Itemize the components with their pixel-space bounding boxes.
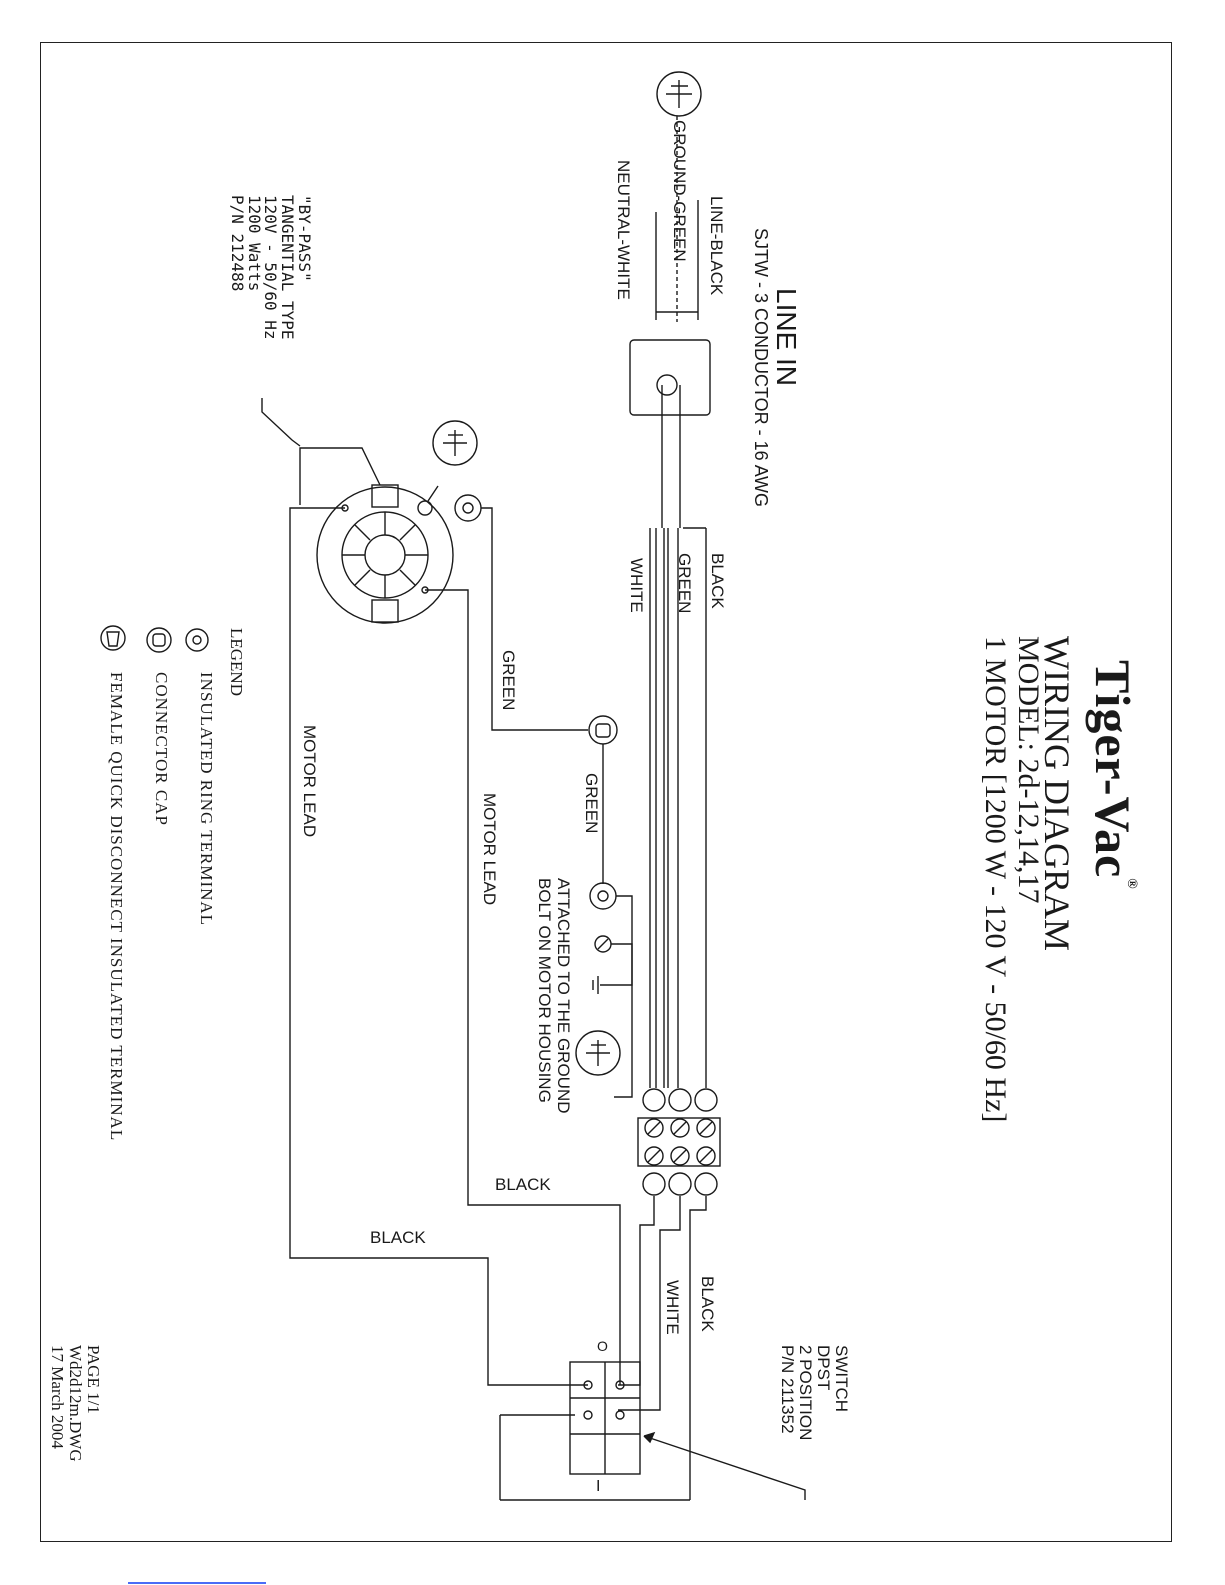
- model-line: MODEL: 2d-12,14,17: [1012, 636, 1045, 904]
- legend-title: LEGEND: [227, 628, 246, 696]
- legend-connector-cap-icon: [146, 627, 172, 653]
- legend-ring-terminal-icon: [185, 628, 209, 652]
- terminal-block: [637, 1088, 721, 1196]
- line-in-title: LINE IN: [771, 288, 802, 387]
- legend-item-quick-disconnect: FEMALE QUICK DISCONNECT INSULATED TERMIN…: [107, 672, 126, 1142]
- legend-quick-disconnect-icon: [100, 625, 126, 651]
- ground-green-label: GROUND-GREEN: [670, 120, 689, 262]
- ground-bolt-ring-icon: [589, 882, 617, 910]
- ground-bolt-note: ATTACHED TO THE GROUND BOLT ON MOTOR HOU…: [535, 878, 573, 1114]
- green-ground-wire-label: GREEN: [499, 650, 518, 711]
- switch-spec: SWITCH DPST 2 POSITION P/N 211352: [778, 1345, 851, 1441]
- switch-black-label: BLACK: [698, 1276, 717, 1332]
- black-inner-label: BLACK: [495, 1175, 551, 1194]
- motor-body: [299, 447, 454, 624]
- connector-cap-icon: [588, 715, 618, 745]
- motor-rating-line: 1 MOTOR [1200 W - 120 V - 50/60 Hz]: [979, 636, 1012, 1123]
- plug-ground-symbol-icon: [656, 71, 702, 117]
- strain-relief: [629, 339, 711, 416]
- dpst-switch: [569, 1361, 641, 1475]
- cord-white-label: WHITE: [627, 558, 646, 613]
- switch-position-off: O: [597, 1338, 608, 1354]
- motor-spec: "BY-PASS" TANGENTIAL TYPE 120V - 50/60 H…: [227, 195, 314, 340]
- cord-black-label: BLACK: [708, 553, 727, 609]
- page-footer: PAGE 1/1 Wd2d12m.DWG 17 March 2004: [48, 1345, 103, 1462]
- green-ground-wire: [481, 507, 588, 731]
- switch-white-label: WHITE: [663, 1280, 682, 1335]
- legend-item-connector-cap: CONNECTOR CAP: [152, 672, 171, 826]
- motor-lead-outer-label: MOTOR LEAD: [300, 725, 319, 838]
- motor-lead-outer-wire: [289, 507, 588, 1386]
- strain-relief-hole-icon: [656, 374, 678, 396]
- drawing-border: [40, 42, 1172, 1542]
- brand-logo: Tiger-Vac®: [1085, 660, 1141, 890]
- ring-terminal-icon: [454, 494, 482, 522]
- cord-spec: SJTW - 3 CONDUCTOR - 16 AWG: [751, 228, 771, 508]
- neutral-white-label: NEUTRAL-WHITE: [614, 160, 633, 300]
- legend-item-ring-terminal: INSULATED RING TERMINAL: [197, 672, 216, 927]
- green-bolt-wire-label: GREEN: [582, 773, 601, 834]
- scan-edge-mark: [128, 1582, 266, 1584]
- motor-lead-inner-wire: [425, 589, 621, 1385]
- black-outer-label: BLACK: [370, 1228, 426, 1247]
- switch-position-on: I: [596, 1478, 601, 1495]
- housing-ground-symbol-icon: [575, 1030, 621, 1076]
- cord-green-label: GREEN: [675, 553, 694, 614]
- motor-lead-inner-label: MOTOR LEAD: [480, 793, 499, 906]
- line-black-label: LINE-BLACK: [707, 196, 726, 296]
- motor-ground-symbol-icon: [432, 420, 478, 466]
